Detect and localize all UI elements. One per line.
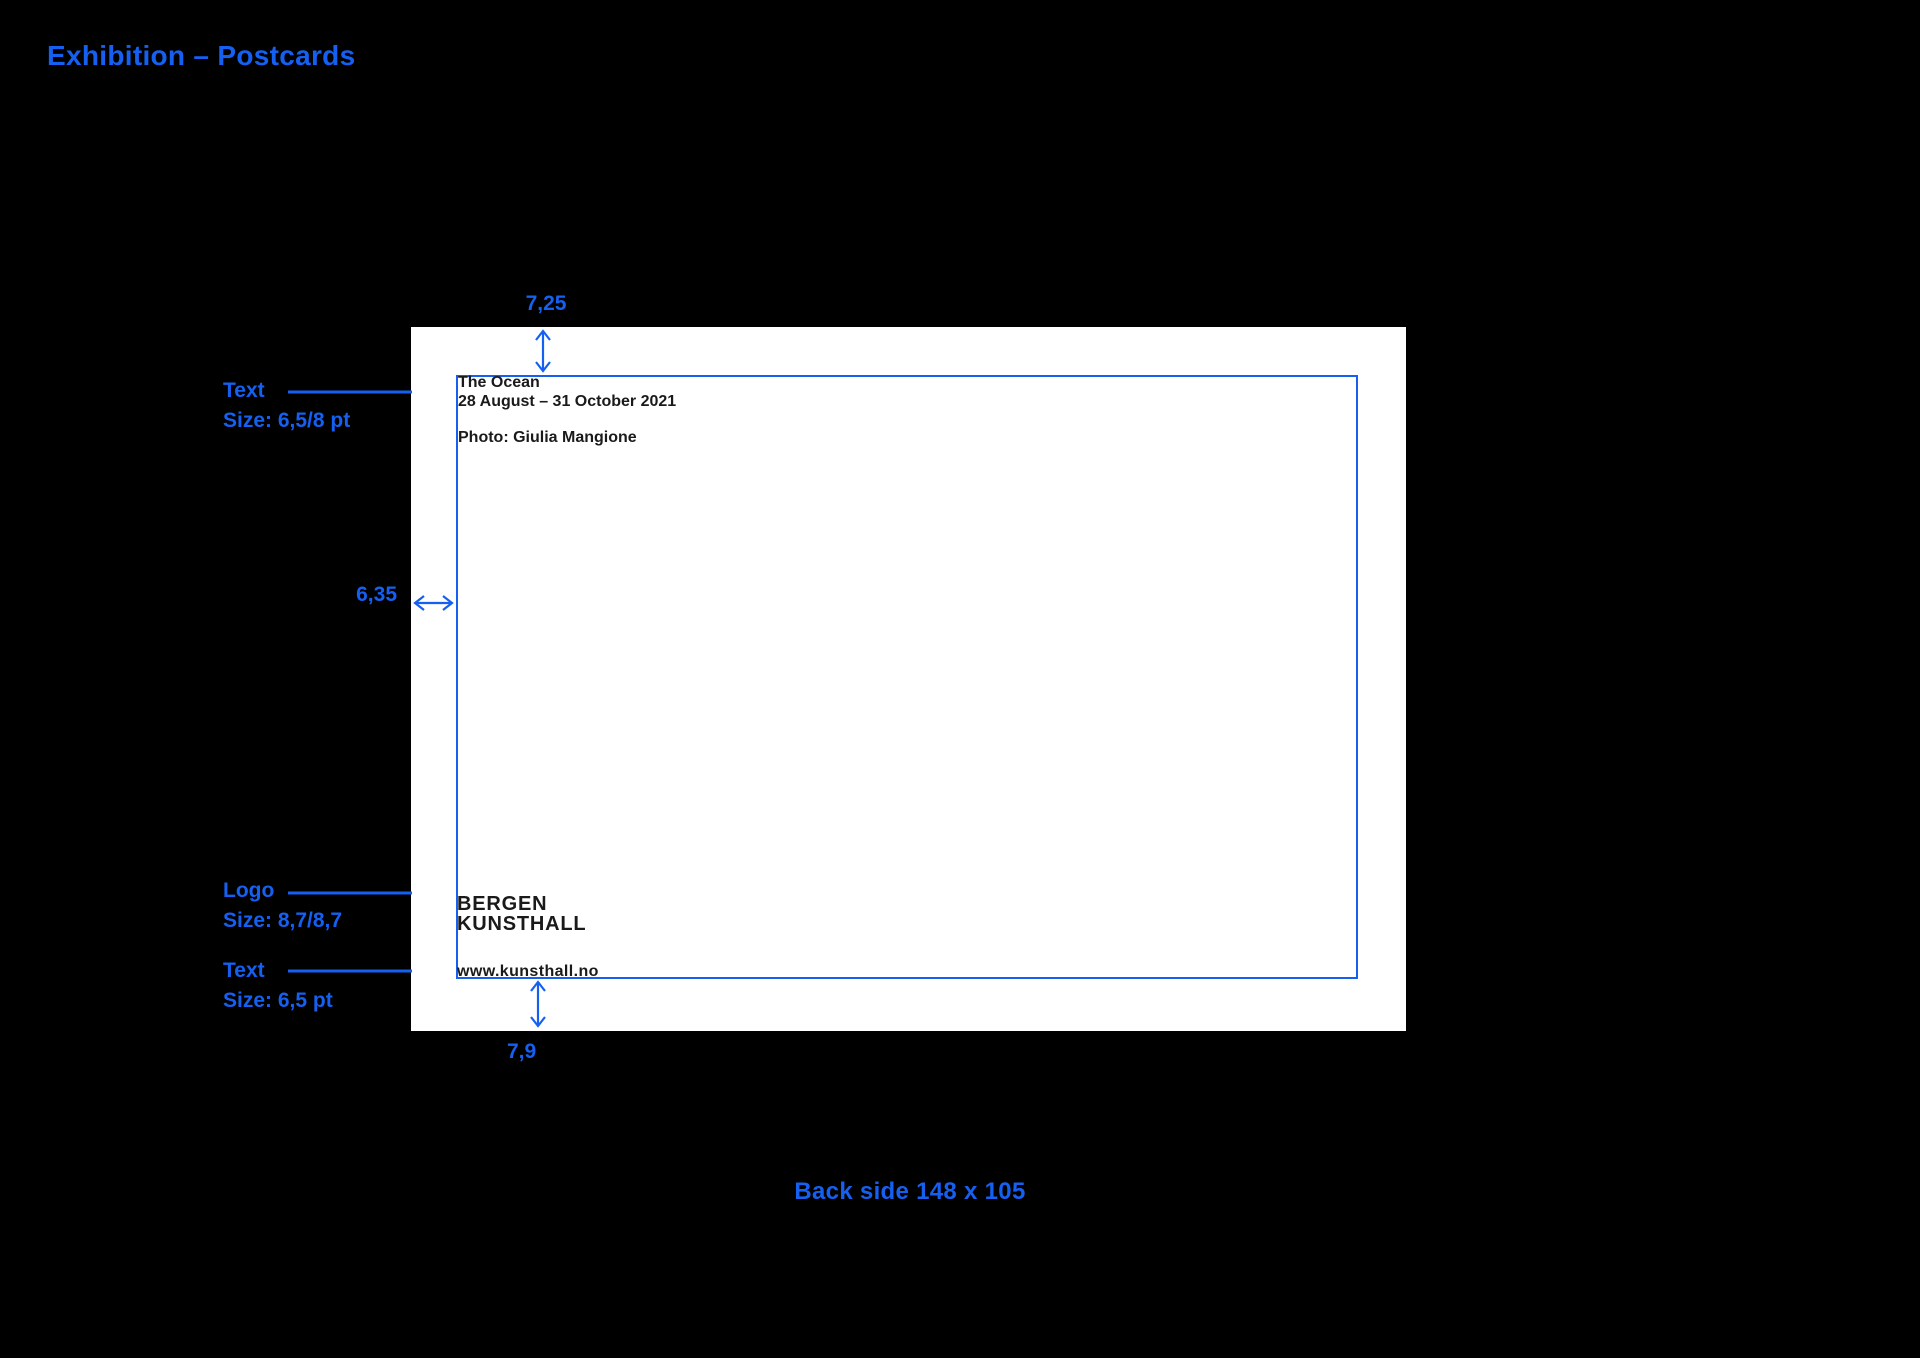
spec-label-text-top: Text Size: 6,5/8 pt <box>223 376 350 436</box>
page-title: Exhibition – Postcards <box>47 40 356 71</box>
postcard-mockup: The Ocean 28 August – 31 October 2021 Ph… <box>411 327 1406 1031</box>
website-text: www.kunsthall.no <box>457 963 599 980</box>
spec-label-size: Size: 8,7/8,7 <box>223 909 343 932</box>
exhibition-dates: 28 August – 31 October 2021 <box>458 393 677 410</box>
top-margin-value: 7,25 <box>525 292 567 315</box>
spec-label-logo: Logo Size: 8,7/8,7 <box>223 876 342 936</box>
exhibition-info: The Ocean 28 August – 31 October 2021 Ph… <box>458 373 676 447</box>
logo-line-1: BERGEN <box>457 893 548 915</box>
spec-label-size: Size: 6,5/8 pt <box>223 409 351 432</box>
left-margin-value: 6,35 <box>356 583 397 606</box>
caption-back-side: Back side 148 x 105 <box>794 1178 1026 1205</box>
spec-label-name: Text <box>223 379 265 402</box>
margin-guide-rect <box>456 375 1358 979</box>
bottom-margin-value: 7,9 <box>507 1040 537 1063</box>
bergen-kunsthall-logo: BERGEN KUNSTHALL <box>457 894 586 934</box>
spec-label-size: Size: 6,5 pt <box>223 989 333 1012</box>
exhibition-title: The Ocean <box>458 374 540 391</box>
spec-label-name: Text <box>223 959 265 982</box>
spec-label-text-bottom: Text Size: 6,5 pt <box>223 956 333 1016</box>
logo-line-2: KUNSTHALL <box>457 913 587 935</box>
spec-label-name: Logo <box>223 879 275 902</box>
photo-credit: Photo: Giulia Mangione <box>458 429 637 446</box>
